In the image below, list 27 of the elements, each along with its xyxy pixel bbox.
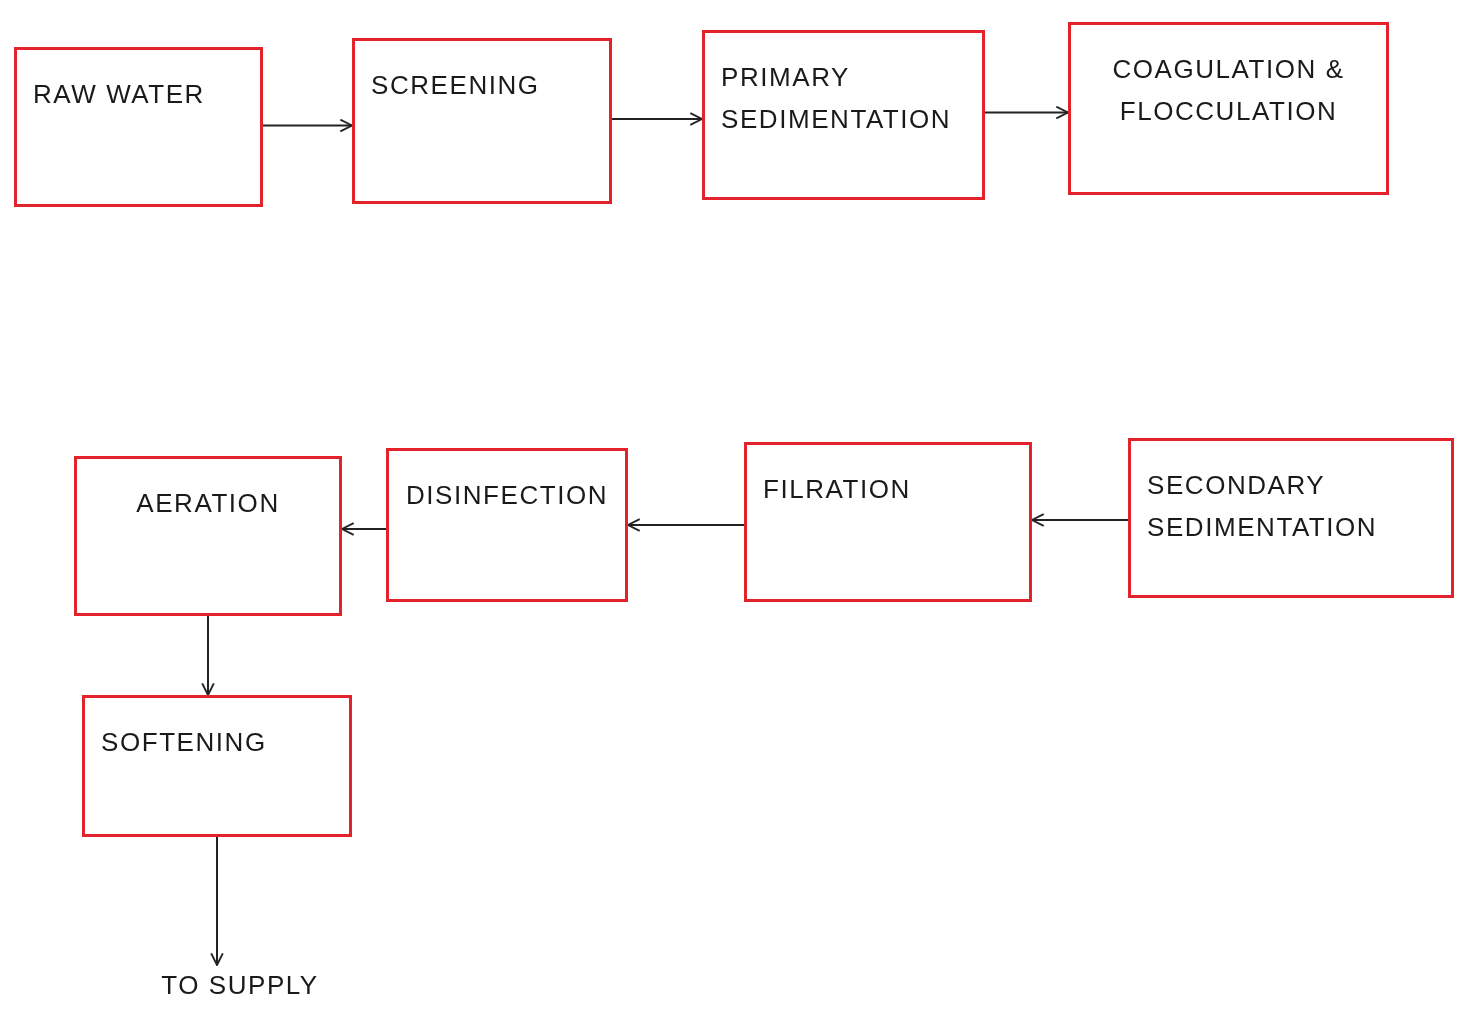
step-label: DISINFECTION [405, 479, 609, 512]
step-label: RAW WATER [33, 78, 205, 111]
arrow [210, 836, 224, 966]
process-box [386, 448, 628, 602]
step-label: COAGULATION & FLOCCULATION [1111, 53, 1346, 128]
arrow [984, 105, 1069, 120]
arrow [1031, 513, 1129, 527]
arrow [611, 112, 703, 126]
process-box [1128, 438, 1454, 598]
step-label: PRIMARY SEDIMENTATION [721, 61, 953, 136]
process-box [74, 456, 342, 616]
step-label: SOFTENING [101, 726, 267, 759]
process-box [14, 47, 263, 207]
step-label: AERATION [136, 487, 280, 520]
step-label: SCREENING [371, 69, 540, 102]
step-label: FILRATION [763, 473, 911, 506]
step-label: TO SUPPLY [161, 969, 319, 1002]
arrow [627, 518, 745, 532]
arrow [262, 118, 353, 133]
arrow [201, 615, 215, 696]
step-label: SECONDARY SEDIMENTATION [1147, 469, 1379, 544]
process-box [744, 442, 1032, 602]
arrow [341, 522, 387, 536]
process-box [352, 38, 612, 204]
process-box [82, 695, 352, 837]
process-box [1068, 22, 1389, 195]
process-box [702, 30, 985, 200]
